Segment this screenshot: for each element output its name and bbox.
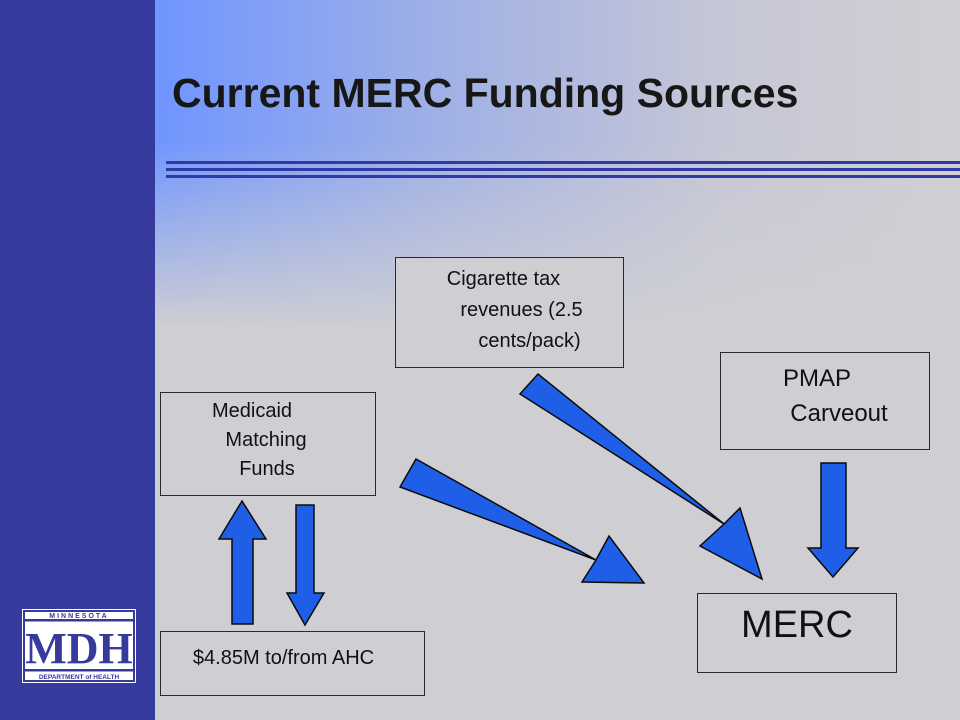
- left-band: [0, 0, 155, 720]
- box-line: cents/pack): [478, 330, 581, 352]
- box-line: Carveout: [790, 400, 888, 427]
- cigarette-tax-box: Cigarette tax revenues (2.5 cents/pack): [395, 257, 624, 368]
- box-line: Funds: [239, 458, 295, 480]
- title-underline: [166, 175, 960, 178]
- box-line: PMAP: [782, 365, 851, 392]
- mdh-logo: MINNESOTA MDH DEPARTMENT of HEALTH: [22, 609, 136, 683]
- box-line: Matching: [225, 429, 307, 451]
- title-underline: [166, 168, 960, 171]
- merc-box: MERC: [697, 593, 897, 673]
- arrow-cigarette-to-merc: [518, 372, 764, 581]
- slide-title: Current MERC Funding Sources: [172, 70, 799, 116]
- title-underline: [166, 161, 960, 164]
- box-label: $4.85M to/from AHC: [192, 647, 375, 669]
- box-line: Medicaid: [211, 400, 293, 422]
- arrow-medicaid-down-to-ahc: [285, 504, 326, 627]
- arrow-pmap-to-merc: [806, 462, 860, 579]
- logo-top-text: MINNESOTA: [49, 613, 108, 620]
- arrow-ahc-up-to-medicaid: [217, 499, 268, 625]
- box-line: revenues (2.5: [460, 299, 583, 321]
- logo-main-text: MDH: [25, 624, 133, 673]
- box-label: MERC: [741, 604, 853, 646]
- pmap-carveout-box: PMAP Carveout: [720, 352, 930, 450]
- arrow-medicaid-to-merc: [398, 457, 646, 584]
- box-line: Cigarette tax: [446, 268, 561, 290]
- ahc-transfer-box: $4.85M to/from AHC: [160, 631, 425, 696]
- logo-bottom-text: DEPARTMENT of HEALTH: [39, 674, 120, 681]
- medicaid-matching-funds-box: Medicaid Matching Funds: [160, 392, 376, 496]
